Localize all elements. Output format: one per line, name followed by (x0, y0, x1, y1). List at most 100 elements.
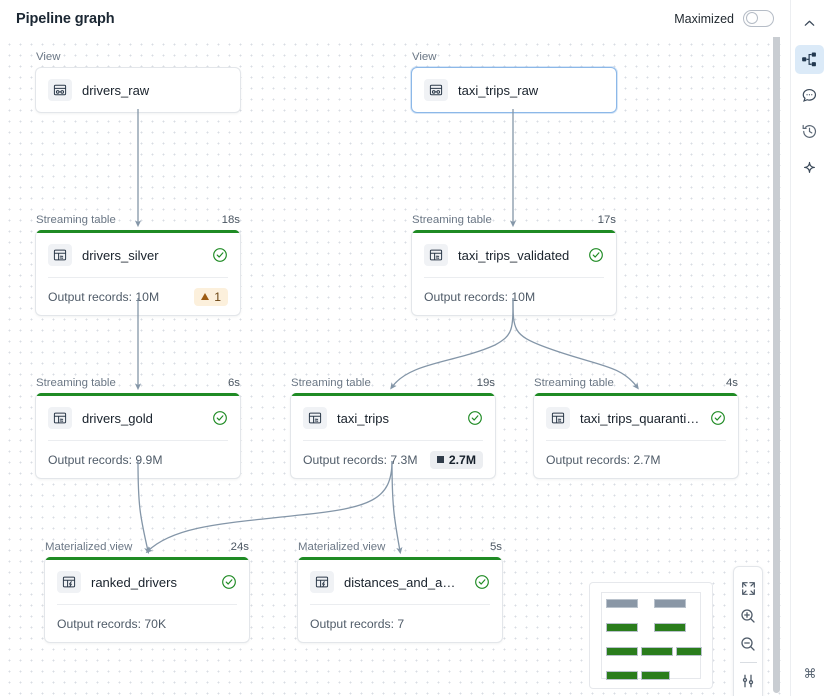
streaming-table-icon (546, 407, 570, 429)
node-status-bar (36, 230, 240, 233)
node-row: drivers_silver (36, 233, 240, 277)
node-type-label: Streaming table (36, 377, 116, 389)
node-row: taxi_trips_raw (412, 68, 616, 112)
node-status-bar (534, 393, 738, 396)
node-output-records: Output records: 70K (57, 616, 167, 631)
zoom-out-icon[interactable] (733, 630, 763, 658)
node-type-label: View (36, 51, 61, 63)
materialized-view-icon (57, 571, 81, 593)
maximized-toggle[interactable] (743, 10, 774, 27)
node-footer: Output records: 7 (298, 605, 502, 642)
node-card[interactable]: taxi_trips_raw (411, 67, 617, 113)
node-meta: Streaming table 17s (411, 214, 617, 226)
node-divider (48, 277, 228, 278)
graph-node-taxi_trips_raw[interactable]: View taxi_trips_raw (411, 51, 617, 113)
node-name: taxi_trips (337, 410, 390, 426)
node-output-records: Output records: 10M (424, 289, 536, 304)
zoom-in-icon[interactable] (733, 602, 763, 630)
node-meta: View (35, 51, 241, 63)
comment-icon[interactable] (795, 81, 824, 110)
dropped-records-icon (436, 456, 444, 463)
streaming-table-icon (48, 407, 72, 429)
node-name: ranked_drivers (91, 574, 177, 590)
success-check-icon (467, 410, 483, 426)
node-duration: 6s (227, 377, 240, 389)
minimap-node (654, 599, 686, 608)
node-footer: Output records: 70K (45, 605, 249, 642)
history-icon[interactable] (795, 117, 824, 146)
node-row: ranked_drivers (45, 560, 249, 604)
node-card[interactable]: distances_and_amounts_b... Output records… (297, 557, 503, 643)
node-divider (546, 440, 726, 441)
node-badge-drop[interactable]: 2.7M (429, 450, 483, 469)
node-type-label: Streaming table (36, 214, 116, 226)
node-type-label: View (412, 51, 437, 63)
maximized-label: Maximized (674, 11, 734, 26)
streaming-table-icon (48, 244, 72, 266)
node-badge-warn[interactable]: 1 (194, 287, 228, 306)
minimap[interactable] (589, 582, 713, 689)
minimap-node (606, 599, 638, 608)
node-divider (303, 440, 483, 441)
sliders-icon[interactable] (733, 667, 763, 695)
node-row: distances_and_amounts_b... (298, 560, 502, 604)
view-table-icon (424, 79, 448, 101)
maximized-control[interactable]: Maximized (674, 10, 774, 27)
node-row: taxi_trips_quarantine (534, 396, 738, 440)
graph-node-drivers_raw[interactable]: View drivers_raw (35, 51, 241, 113)
streaming-table-icon (424, 244, 448, 266)
materialized-view-icon (310, 571, 334, 593)
controls-divider (739, 662, 757, 663)
command-symbol[interactable]: ⌘ (803, 666, 817, 681)
fit-view-icon[interactable] (733, 574, 763, 602)
node-status-bar (412, 230, 616, 233)
collapse-panel[interactable] (795, 9, 824, 38)
node-name: taxi_trips_quarantine (580, 410, 700, 426)
sparkle-icon[interactable] (795, 153, 824, 182)
node-duration: 17s (597, 214, 616, 226)
node-type-label: Streaming table (412, 214, 492, 226)
graph-header: Pipeline graph Maximized (0, 0, 784, 37)
toggle-knob (745, 12, 758, 25)
node-type-label: Streaming table (291, 377, 371, 389)
minimap-node (606, 623, 638, 632)
vertical-scrollbar[interactable] (773, 3, 780, 693)
pipeline-graph-icon[interactable] (795, 45, 824, 74)
success-check-icon (212, 247, 228, 263)
node-footer: Output records: 2.7M (534, 441, 738, 478)
node-card[interactable]: drivers_raw (35, 67, 241, 113)
node-meta: View (411, 51, 617, 63)
warning-triangle-icon (201, 293, 210, 300)
node-row: taxi_trips (291, 396, 495, 440)
node-name: distances_and_amounts_b... (344, 574, 464, 590)
right-rail: ⌘ (790, 0, 828, 696)
node-meta: Streaming table 6s (35, 377, 241, 389)
node-type-label: Materialized view (45, 541, 133, 553)
node-footer: Output records: 9.9M (36, 441, 240, 478)
success-check-icon (474, 574, 490, 590)
node-name: taxi_trips_validated (458, 247, 570, 263)
minimap-node (641, 647, 673, 656)
node-footer: Output records: 10M (412, 278, 616, 315)
node-duration: 5s (489, 541, 502, 553)
node-output-records: Output records: 7.3M (303, 452, 418, 467)
